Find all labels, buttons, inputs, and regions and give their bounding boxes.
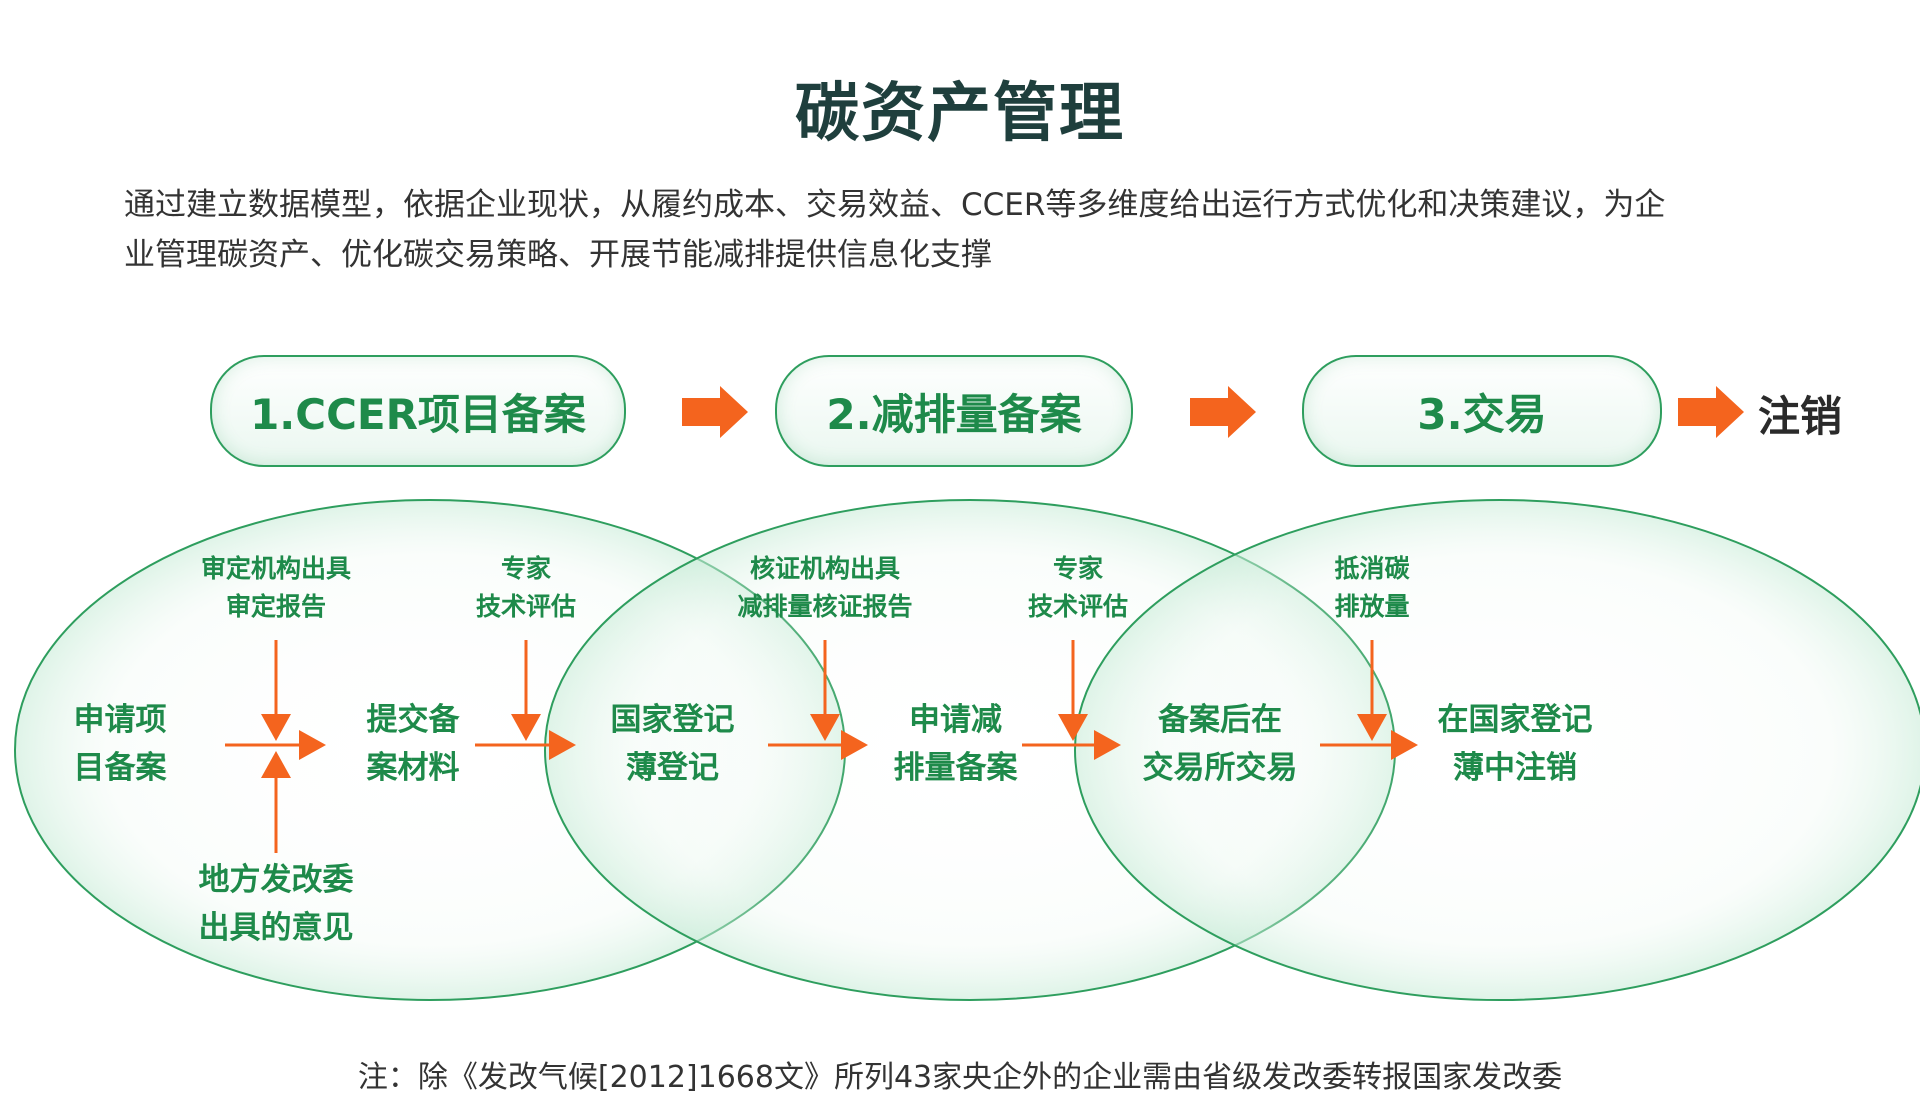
- node-apply-project-filing: 申请项 目备案: [50, 696, 190, 792]
- annotation-line: 技术评估: [475, 592, 576, 621]
- stage-arrow-2: [1190, 386, 1256, 438]
- page-title: 碳资产管理: [795, 77, 1125, 151]
- stage-pill-ccer-filing: 1.CCER项目备案: [210, 355, 626, 467]
- node-submit-materials: 提交备 案材料: [343, 696, 483, 792]
- annotation-line: 审定机构出具: [200, 554, 351, 583]
- annotation-line: 审定报告: [225, 592, 326, 621]
- node-line: 排量备案: [893, 750, 1018, 786]
- node-national-registry: 国家登记 薄登记: [585, 696, 760, 792]
- node-line: 薄中注销: [1453, 750, 1577, 786]
- stage-pill-emission-filing: 2.减排量备案: [775, 355, 1133, 467]
- node-apply-emission-filing: 申请减 排量备案: [878, 696, 1033, 792]
- node-line: 备案后在: [1158, 702, 1282, 738]
- stage-pill-trading: 3.交易: [1302, 355, 1662, 467]
- annotation-line: 技术评估: [1027, 592, 1128, 621]
- node-line: 提交备: [366, 702, 460, 738]
- stage-cancel-label: 注销: [1758, 392, 1843, 441]
- stage-arrow-1: [682, 386, 748, 438]
- node-exchange-trading: 备案后在 交易所交易: [1125, 696, 1315, 792]
- annotation-line: 专家: [500, 554, 551, 583]
- annotation-expert-review-2: 专家 技术评估: [1008, 550, 1148, 626]
- annotation-line: 出具的意见: [198, 910, 354, 946]
- annotation-line: 核证机构出具: [749, 554, 900, 583]
- annotation-verification-report: 核证机构出具 减排量核证报告: [720, 550, 930, 626]
- node-line: 申请项: [73, 702, 167, 738]
- annotation-line: 抵消碳: [1334, 554, 1410, 583]
- annotation-line: 减排量核证报告: [737, 592, 913, 621]
- annotation-line: 专家: [1052, 554, 1103, 583]
- node-line: 申请减: [909, 702, 1002, 738]
- annotation-local-ndrc-opinion: 地方发改委 出具的意见: [181, 856, 371, 952]
- description: 通过建立数据模型，依据企业现状，从履约成本、交易效益、CCER等多维度给出运行方…: [124, 180, 1804, 280]
- node-line: 交易所交易: [1142, 750, 1298, 786]
- stage-arrow-3: [1678, 386, 1744, 438]
- stage-3-ellipse: [1074, 499, 1920, 1001]
- footnote: 注：除《发改气候[2012]1668文》所列43家央企外的企业需由省级发改委转报…: [357, 1060, 1563, 1095]
- node-line: 在国家登记: [1437, 702, 1593, 738]
- node-line: 案材料: [366, 750, 460, 786]
- node-line: 薄登记: [626, 750, 719, 786]
- annotation-offset-emissions: 抵消碳 排放量: [1307, 550, 1437, 626]
- annotation-expert-review-1: 专家 技术评估: [456, 550, 596, 626]
- node-line: 国家登记: [610, 702, 735, 738]
- description-line: 通过建立数据模型，依据企业现状，从履约成本、交易效益、CCER等多维度给出运行方…: [124, 187, 1666, 223]
- annotation-line: 排放量: [1334, 592, 1410, 621]
- annotation-line: 地方发改委: [198, 862, 354, 898]
- description-line: 业管理碳资产、优化碳交易策略、开展节能减排提供信息化支撑: [124, 237, 992, 273]
- node-registry-cancellation: 在国家登记 薄中注销: [1420, 696, 1610, 792]
- annotation-validation-report: 审定机构出具 审定报告: [181, 550, 371, 626]
- node-line: 目备案: [73, 750, 167, 786]
